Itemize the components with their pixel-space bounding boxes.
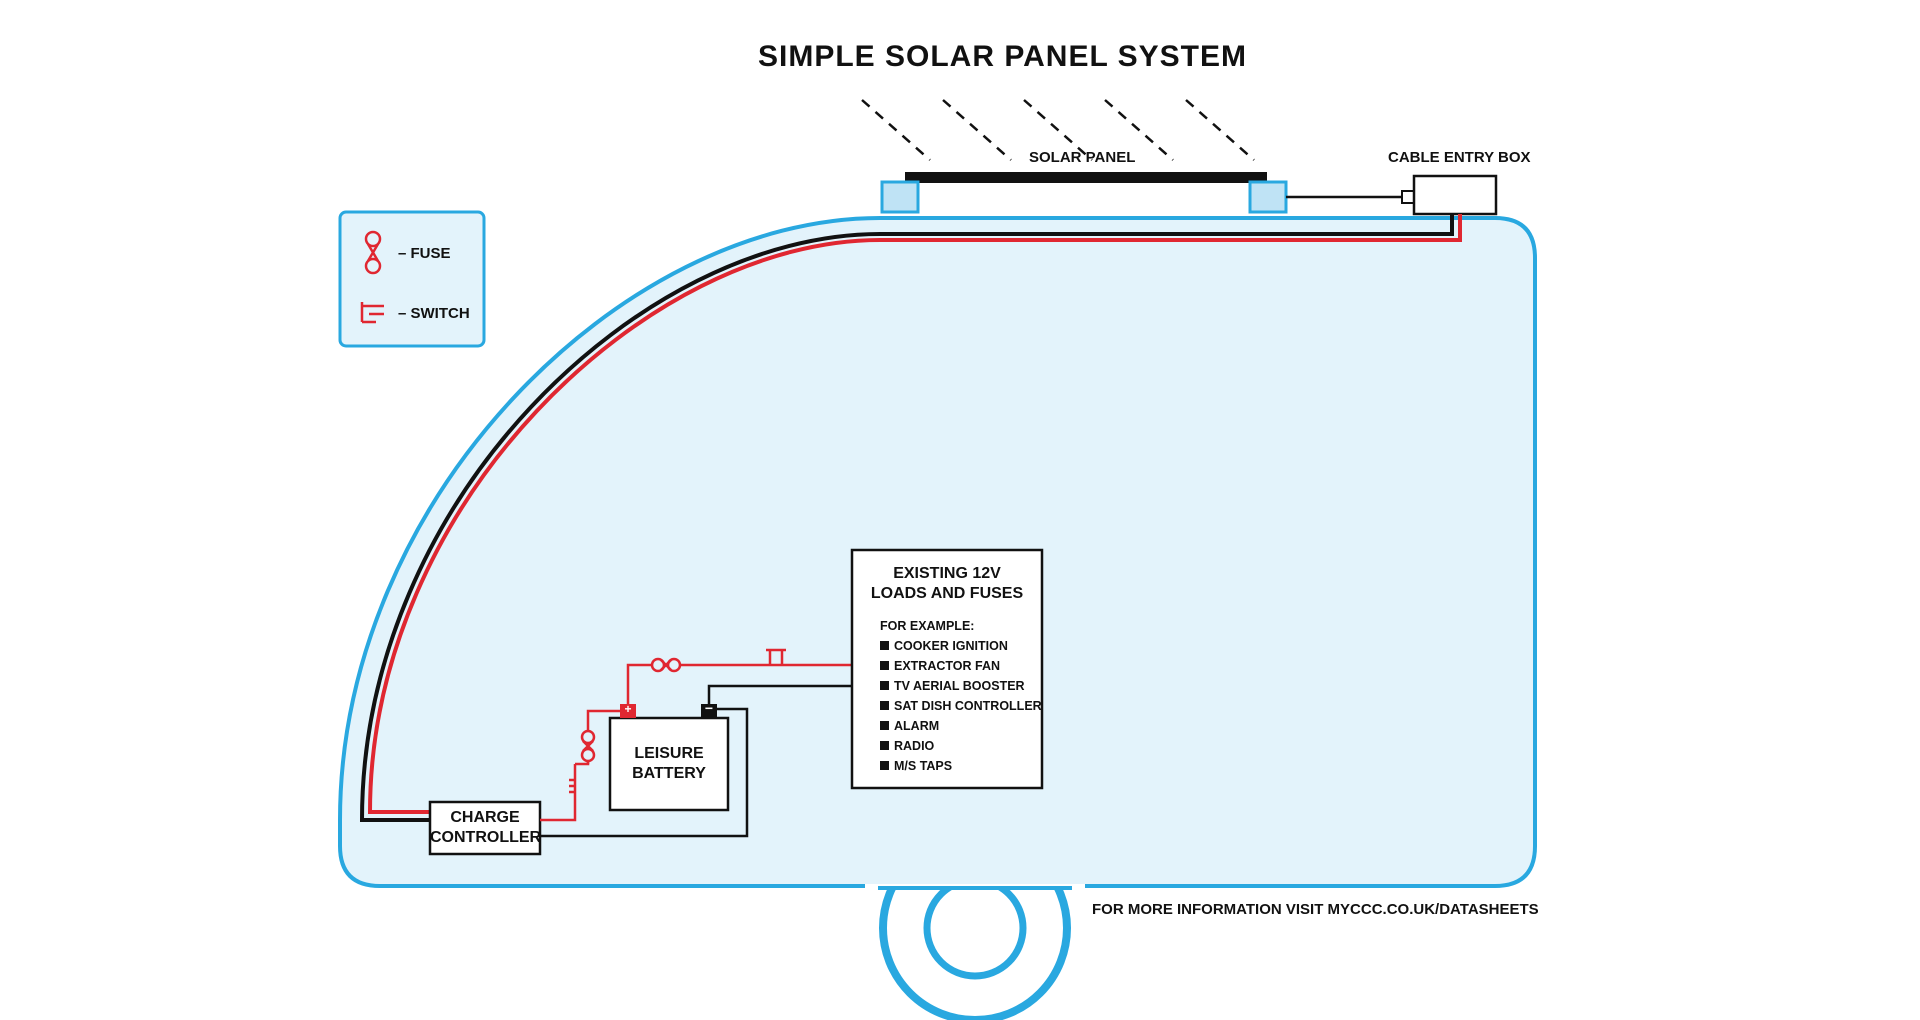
legend-box xyxy=(338,210,486,348)
legend-fuse-label: – FUSE xyxy=(398,245,451,262)
bullet-square-icon xyxy=(880,761,889,770)
leisure-battery-label: LEISURE BATTERY xyxy=(610,744,728,784)
footer-info: FOR MORE INFORMATION VISIT MYCCC.CO.UK/D… xyxy=(1092,901,1539,918)
battery-positive-terminal xyxy=(620,704,636,718)
switch-symbol-battery xyxy=(569,761,590,796)
legend-switch-label: – SWITCH xyxy=(398,305,470,322)
leisure-battery-box xyxy=(608,716,730,812)
negative-wiring xyxy=(540,684,852,838)
loads-title-line2: LOADS AND FUSES xyxy=(870,585,1024,602)
load-item-label: TV AERIAL BOOSTER xyxy=(894,679,1025,693)
solar-panel-label: SOLAR PANEL xyxy=(1029,149,1136,166)
fuse-symbol-loads xyxy=(650,657,682,673)
bullet-square-icon xyxy=(880,681,889,690)
sun-rays xyxy=(861,99,1255,161)
positive-wiring xyxy=(540,663,852,822)
load-item-label: COOKER IGNITION xyxy=(894,639,1008,653)
bullet-square-icon xyxy=(880,701,889,710)
load-item-label: SAT DISH CONTROLLER xyxy=(894,699,1042,713)
roof-wiring xyxy=(359,214,1462,822)
legend-fuse-icon xyxy=(364,230,382,275)
battery-plus-sign: + xyxy=(624,702,632,716)
battery-minus-sign: − xyxy=(704,700,714,716)
charge-controller-line1: CHARGE xyxy=(450,809,520,826)
charge-controller-box xyxy=(428,800,542,856)
panel-to-entry-cable xyxy=(1286,190,1415,204)
battery-negative-terminal xyxy=(701,704,717,718)
load-item: RADIO xyxy=(880,736,1042,756)
loads-list: COOKER IGNITION EXTRACTOR FAN TV AERIAL BO… xyxy=(880,636,1042,776)
bullet-square-icon xyxy=(880,661,889,670)
bullet-square-icon xyxy=(880,641,889,650)
load-item: ALARM xyxy=(880,716,1042,736)
load-item: SAT DISH CONTROLLER xyxy=(880,696,1042,716)
charge-controller-label: CHARGE CONTROLLER xyxy=(430,808,542,848)
leisure-battery-line2: BATTERY xyxy=(632,765,706,782)
charge-controller-line2: CONTROLLER xyxy=(430,829,542,846)
legend-switch-icon xyxy=(360,302,384,324)
bullet-square-icon xyxy=(880,721,889,730)
load-item-label: EXTRACTOR FAN xyxy=(894,659,1001,673)
switch-symbol-loads xyxy=(760,648,792,667)
diagram-title: SIMPLE SOLAR PANEL SYSTEM xyxy=(758,40,1247,73)
load-item: TV AERIAL BOOSTER xyxy=(880,676,1042,696)
load-item: COOKER IGNITION xyxy=(880,636,1042,656)
loads-intro: FOR EXAMPLE: xyxy=(880,619,975,633)
leisure-battery-line1: LEISURE xyxy=(634,745,704,762)
load-item-label: RADIO xyxy=(894,739,935,753)
loads-title: EXISTING 12V LOADS AND FUSES xyxy=(852,564,1042,604)
solar-panel xyxy=(880,172,1288,214)
load-item: EXTRACTOR FAN xyxy=(880,656,1042,676)
load-item-label: ALARM xyxy=(894,719,940,733)
loads-title-line1: EXISTING 12V xyxy=(893,565,1001,582)
load-item-label: M/S TAPS xyxy=(894,759,953,773)
cable-entry-box xyxy=(1412,174,1498,216)
load-item: M/S TAPS xyxy=(880,756,1042,776)
cable-entry-box-label: CABLE ENTRY BOX xyxy=(1388,149,1531,166)
bullet-square-icon xyxy=(880,741,889,750)
